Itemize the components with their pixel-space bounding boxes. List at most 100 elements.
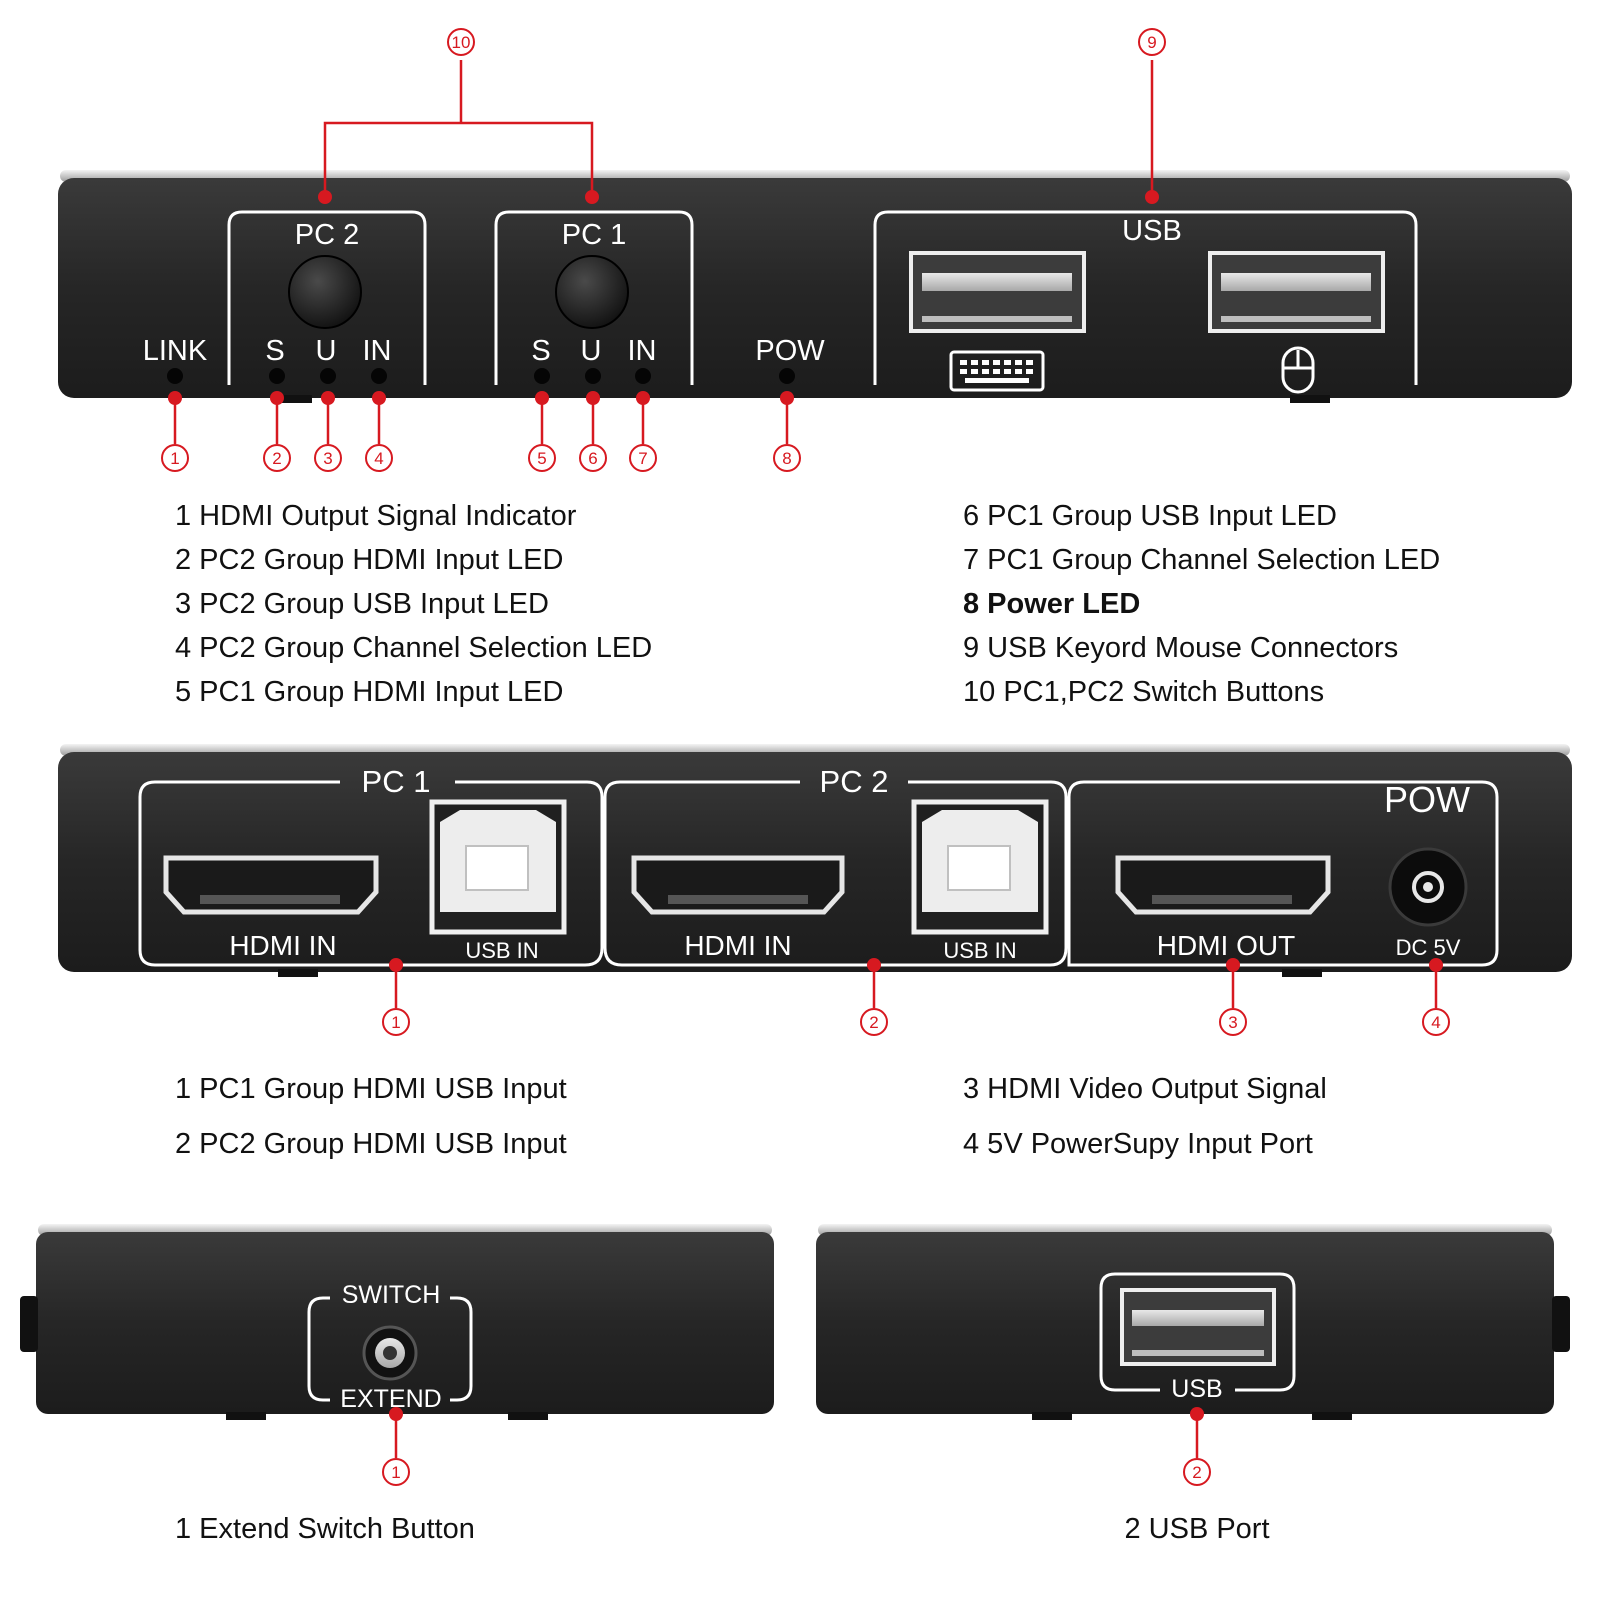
front-legend-left-4: 4 PC2 Group Channel Selection LED [175, 632, 652, 664]
mouse-usb-port[interactable] [1208, 251, 1385, 333]
front-legend-left-3: 3 PC2 Group USB Input LED [175, 588, 549, 620]
front-legend-right-4: 9 USB Keyord Mouse Connectors [963, 632, 1398, 664]
back-legend-right-1: 3 HDMI Video Output Signal [963, 1073, 1327, 1105]
front-callout-5: 5 [537, 449, 546, 468]
back-callout-1: 1 [391, 1013, 400, 1032]
extend-switch-button[interactable] [362, 1325, 418, 1381]
pc2-u-led [320, 368, 336, 384]
back-callout-lines [394, 965, 1438, 1008]
back-legend: 1 PC1 Group HDMI USB Input 2 PC2 Group H… [175, 1073, 1327, 1160]
right-side-panel: USB 2 2 USB Port [816, 1224, 1570, 1545]
back-callout-circles [382, 1008, 1450, 1036]
back-pc1-frame [138, 780, 604, 967]
pc2-in-led [371, 368, 387, 384]
front-pc1-label: PC 1 [562, 219, 626, 251]
pc1-hdmi-in-label: HDMI IN [229, 930, 336, 961]
keyboard-usb-port[interactable] [909, 251, 1086, 333]
side-usb-label: USB [1171, 1375, 1222, 1403]
back-pow-label: POW [1384, 779, 1470, 820]
keyboard-icon [949, 350, 1045, 392]
left-side-callout: 1 [391, 1463, 400, 1482]
link-led [167, 368, 183, 384]
back-callout-4: 4 [1431, 1013, 1440, 1032]
back-out-frame [1067, 780, 1499, 967]
front-callout-lines [173, 60, 1154, 444]
back-callout-2: 2 [869, 1013, 878, 1032]
front-legend-left-1: 1 HDMI Output Signal Indicator [175, 500, 577, 532]
hdmi-out-label: HDMI OUT [1157, 930, 1295, 961]
back-pc2-frame [603, 780, 1068, 967]
front-callout-8: 8 [782, 449, 791, 468]
back-panel: PC 1 PC 2 HDMI IN USB IN HDMI IN USB I [58, 744, 1572, 1036]
pc2-hdmi-in-label: HDMI IN [684, 930, 791, 961]
left-side-panel: SWITCH EXTEND 1 1 Extend Switch Button [20, 1224, 774, 1545]
pc1-s-led [534, 368, 550, 384]
pc1-in-led [635, 368, 651, 384]
left-side-body [36, 1232, 774, 1414]
front-legend-right-5: 10 PC1,PC2 Switch Buttons [963, 676, 1324, 708]
front-legend-left-5: 5 PC1 Group HDMI Input LED [175, 676, 563, 708]
pc1-in-label: IN [628, 335, 657, 367]
front-legend-right-3: 8 Power LED [963, 588, 1140, 620]
usb-side-frame [1099, 1272, 1296, 1392]
pc2-group-frame [227, 210, 427, 385]
front-legend-left-2: 2 PC2 Group HDMI Input LED [175, 544, 563, 576]
front-callout-6: 6 [588, 449, 597, 468]
front-callout-dots [168, 190, 1159, 405]
back-legend-right-2: 4 5V PowerSupy Input Port [963, 1128, 1313, 1160]
left-side-legend: 1 Extend Switch Button [175, 1513, 475, 1545]
back-legend-left-1: 1 PC1 Group HDMI USB Input [175, 1073, 567, 1105]
pc2-hdmi-in-port[interactable] [631, 855, 845, 915]
pc2-u-label: U [316, 335, 337, 367]
pc2-s-led [269, 368, 285, 384]
pc2-usb-in-label: USB IN [943, 938, 1016, 963]
front-pow-label: POW [755, 335, 825, 367]
right-side-callout: 2 [1192, 1463, 1201, 1482]
back-callout-3: 3 [1228, 1013, 1237, 1032]
pc1-s-label: S [531, 335, 550, 367]
pc1-usb-in-label: USB IN [465, 938, 538, 963]
switch-label: SWITCH [342, 1281, 441, 1309]
front-legend-right-2: 7 PC1 Group Channel Selection LED [963, 544, 1440, 576]
mouse-icon [1281, 346, 1315, 394]
back-pc1-label: PC 1 [362, 764, 431, 799]
front-callout-4: 4 [374, 449, 383, 468]
front-pc2-label: PC 2 [295, 219, 359, 251]
back-legend-left-2: 2 PC2 Group HDMI USB Input [175, 1128, 567, 1160]
front-legend-right-1: 6 PC1 Group USB Input LED [963, 500, 1337, 532]
front-callout-2: 2 [272, 449, 281, 468]
front-callout-9: 9 [1147, 33, 1156, 52]
pc1-hdmi-in-port[interactable] [163, 855, 379, 915]
right-side-legend: 2 USB Port [1124, 1513, 1269, 1545]
switch-frame [307, 1296, 473, 1402]
back-callout-dots [389, 958, 1443, 972]
back-pc2-label: PC 2 [820, 764, 889, 799]
dc-5v-label: DC 5V [1396, 935, 1461, 960]
power-led [779, 368, 795, 384]
pc1-u-led [585, 368, 601, 384]
dc-power-jack[interactable] [1388, 847, 1468, 927]
pc1-switch-button[interactable] [555, 255, 629, 329]
front-callout-10: 10 [452, 33, 471, 52]
link-label: LINK [143, 335, 208, 367]
front-legend: 1 HDMI Output Signal Indicator 2 PC2 Gro… [175, 500, 1440, 708]
pc2-switch-button[interactable] [288, 255, 362, 329]
pc2-usb-in-port[interactable] [911, 799, 1049, 935]
pc1-usb-in-port[interactable] [429, 799, 567, 935]
front-device-body [58, 178, 1572, 398]
pc2-in-label: IN [363, 335, 392, 367]
extend-label: EXTEND [340, 1385, 441, 1413]
pc1-group-frame [494, 210, 694, 385]
front-usb-label: USB [1122, 215, 1182, 247]
hdmi-out-port[interactable] [1115, 855, 1331, 915]
pc2-s-label: S [265, 335, 284, 367]
side-usb-port[interactable] [1120, 1288, 1276, 1366]
front-callout-3: 3 [323, 449, 332, 468]
front-panel: PC 2 S U IN PC 1 S U IN LINK POW USB [58, 28, 1572, 472]
front-callout-1: 1 [170, 449, 179, 468]
pc1-u-label: U [581, 335, 602, 367]
front-callout-circles [161, 28, 1166, 472]
front-callout-7: 7 [638, 449, 647, 468]
usb-group-frame [873, 210, 1418, 385]
